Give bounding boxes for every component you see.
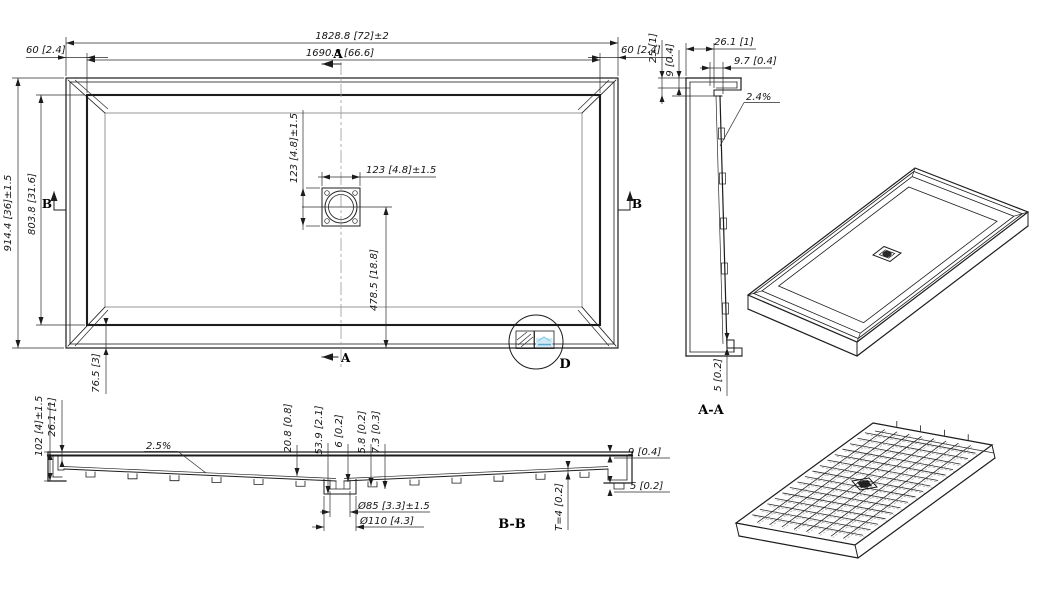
dim-drain-width: 123 [4.8]±1.5 [366, 165, 436, 176]
dim-bb-v5: 7.3 [0.3] [371, 411, 382, 454]
iso-top-drain [871, 245, 903, 263]
dim-aa-rim: 9.7 [0.4] [734, 56, 777, 67]
section-aa-label: A-A [697, 403, 724, 418]
section-marker-b-left: B [42, 197, 52, 211]
dim-bb-drain-inner: Ø85 [3.3]±1.5 [357, 500, 430, 512]
dim-bb-v4: 5.8 [0.2] [357, 411, 368, 454]
dim-bb-flange: 26.1 [1] [47, 397, 58, 437]
section-markers: A A B B D [42, 47, 642, 372]
dim-flange-right: 60 [2.4] [621, 45, 661, 56]
dim-aa-h1: 25 [1] [648, 33, 659, 63]
dim-bb-drain-outer: Ø110 [4.3] [359, 515, 414, 527]
brand-logo [515, 330, 555, 349]
logo-accent-field [536, 338, 553, 347]
iso-bottom-drain [851, 477, 878, 491]
dim-inner-depth: 803.8 [31.6] [27, 173, 38, 235]
detail-circle [508, 314, 564, 370]
detail-marker-d: D [559, 357, 570, 372]
section-marker-b-right: B [632, 197, 642, 211]
bb-ribs [85, 471, 590, 488]
plan-geometry [65, 77, 619, 349]
dim-overall-depth: 914.4 [36]±1.5 [3, 175, 14, 252]
dim-bb-foot-right: 5 [0.2] [630, 481, 663, 492]
bb-dimensions: 102 [4]±1.5 26.1 [1] 2.5% 20.8 [0.8] 53.… [34, 396, 670, 531]
dim-overall-width: 1828.8 [72]±2 [315, 31, 388, 42]
dim-bb-v1: 20.8 [0.8] [283, 403, 294, 452]
dim-bb-slope: 2.5% [146, 441, 171, 452]
dim-bottom-band: 76.5 [3] [91, 353, 102, 393]
section-marker-a-top: A [332, 47, 343, 61]
iso-bottom-view [734, 420, 996, 559]
dim-bb-v3: 6 [0.2] [334, 414, 345, 447]
dim-flange-left: 60 [2.4] [26, 45, 66, 56]
dim-aa-wall-top: 26.1 [1] [714, 37, 754, 48]
dim-drain-offset: 478.5 [18.8] [369, 249, 380, 311]
dim-inner-width: 1690.8 [66.6] [306, 48, 374, 59]
aa-geometry [685, 77, 743, 357]
plan-view: 1828.8 [72]±2 1690.8 [66.6] 60 [2.4] 60 … [3, 31, 672, 394]
section-bb-label: B-B [498, 517, 526, 532]
aa-dimensions: 25 [1] 9 [0.4] 26.1 [1] 9.7 [0.4] 2.4% 5… [648, 33, 780, 396]
iso-top-view [746, 167, 1030, 357]
plan-dimensions: 1828.8 [72]±2 1690.8 [66.6] 60 [2.4] 60 … [3, 31, 672, 394]
dim-bb-thickness: T=4 [0.2] [554, 483, 565, 531]
dim-aa-bottom-gap: 5 [0.2] [713, 358, 724, 391]
dim-bb-v2: 53.9 [2.1] [314, 405, 325, 454]
dim-bb-height: 102 [4]±1.5 [34, 396, 45, 457]
bb-geometry [46, 451, 634, 495]
dim-drain-height: 123 [4.8]±1.5 [289, 113, 300, 183]
section-bb-view: 102 [4]±1.5 26.1 [1] 2.5% 20.8 [0.8] 53.… [34, 396, 670, 532]
dim-aa-slope: 2.4% [746, 92, 771, 103]
dim-aa-h2: 9 [0.4] [665, 43, 676, 76]
section-aa-view: 25 [1] 9 [0.4] 26.1 [1] 9.7 [0.4] 2.4% 5… [648, 33, 780, 418]
dim-bb-rim-right: 9 [0.4] [628, 447, 661, 458]
section-marker-a-bottom: A [340, 351, 351, 365]
